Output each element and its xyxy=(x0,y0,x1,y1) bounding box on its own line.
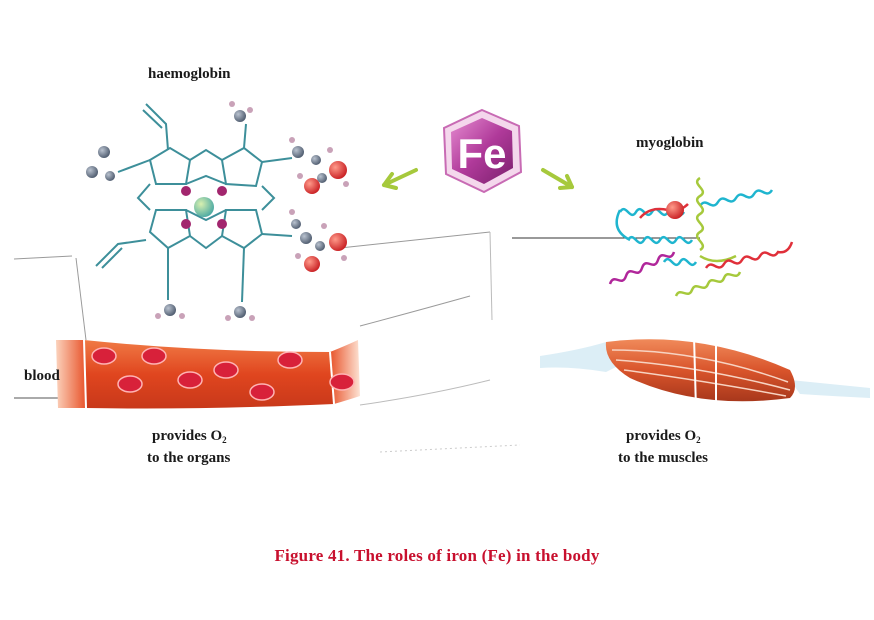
figure-caption: Figure 41. The roles of iron (Fe) in the… xyxy=(274,546,600,565)
myoglobin-label: myoglobin xyxy=(636,135,704,151)
left-target-label: to the organs xyxy=(147,450,231,466)
arrow-right-icon xyxy=(541,168,574,190)
haemoglobin-label: haemoglobin xyxy=(148,66,231,82)
heme-molecule-icon xyxy=(95,103,293,303)
fe-hexagon-icon: Fe xyxy=(442,108,523,194)
arrow-left-icon xyxy=(382,168,418,190)
right-subscript: 2 xyxy=(696,435,701,445)
outline-lines xyxy=(13,231,700,453)
blood-label: blood xyxy=(24,368,60,384)
right-provides-label: provides O2 xyxy=(626,428,701,445)
heme-atoms xyxy=(86,101,349,321)
right-provides-text: provides O xyxy=(626,428,697,444)
fe-symbol: Fe xyxy=(457,130,506,177)
left-provides-label: provides O2 xyxy=(152,428,227,445)
right-target-label: to the muscles xyxy=(618,450,708,466)
protein-helix-icon xyxy=(608,176,794,297)
muscle-icon xyxy=(540,335,870,411)
red-blood-cell-icon xyxy=(91,347,355,401)
left-provides-text: provides O xyxy=(152,428,223,444)
o2-molecule-icon xyxy=(666,201,684,219)
left-subscript: 2 xyxy=(222,435,227,445)
